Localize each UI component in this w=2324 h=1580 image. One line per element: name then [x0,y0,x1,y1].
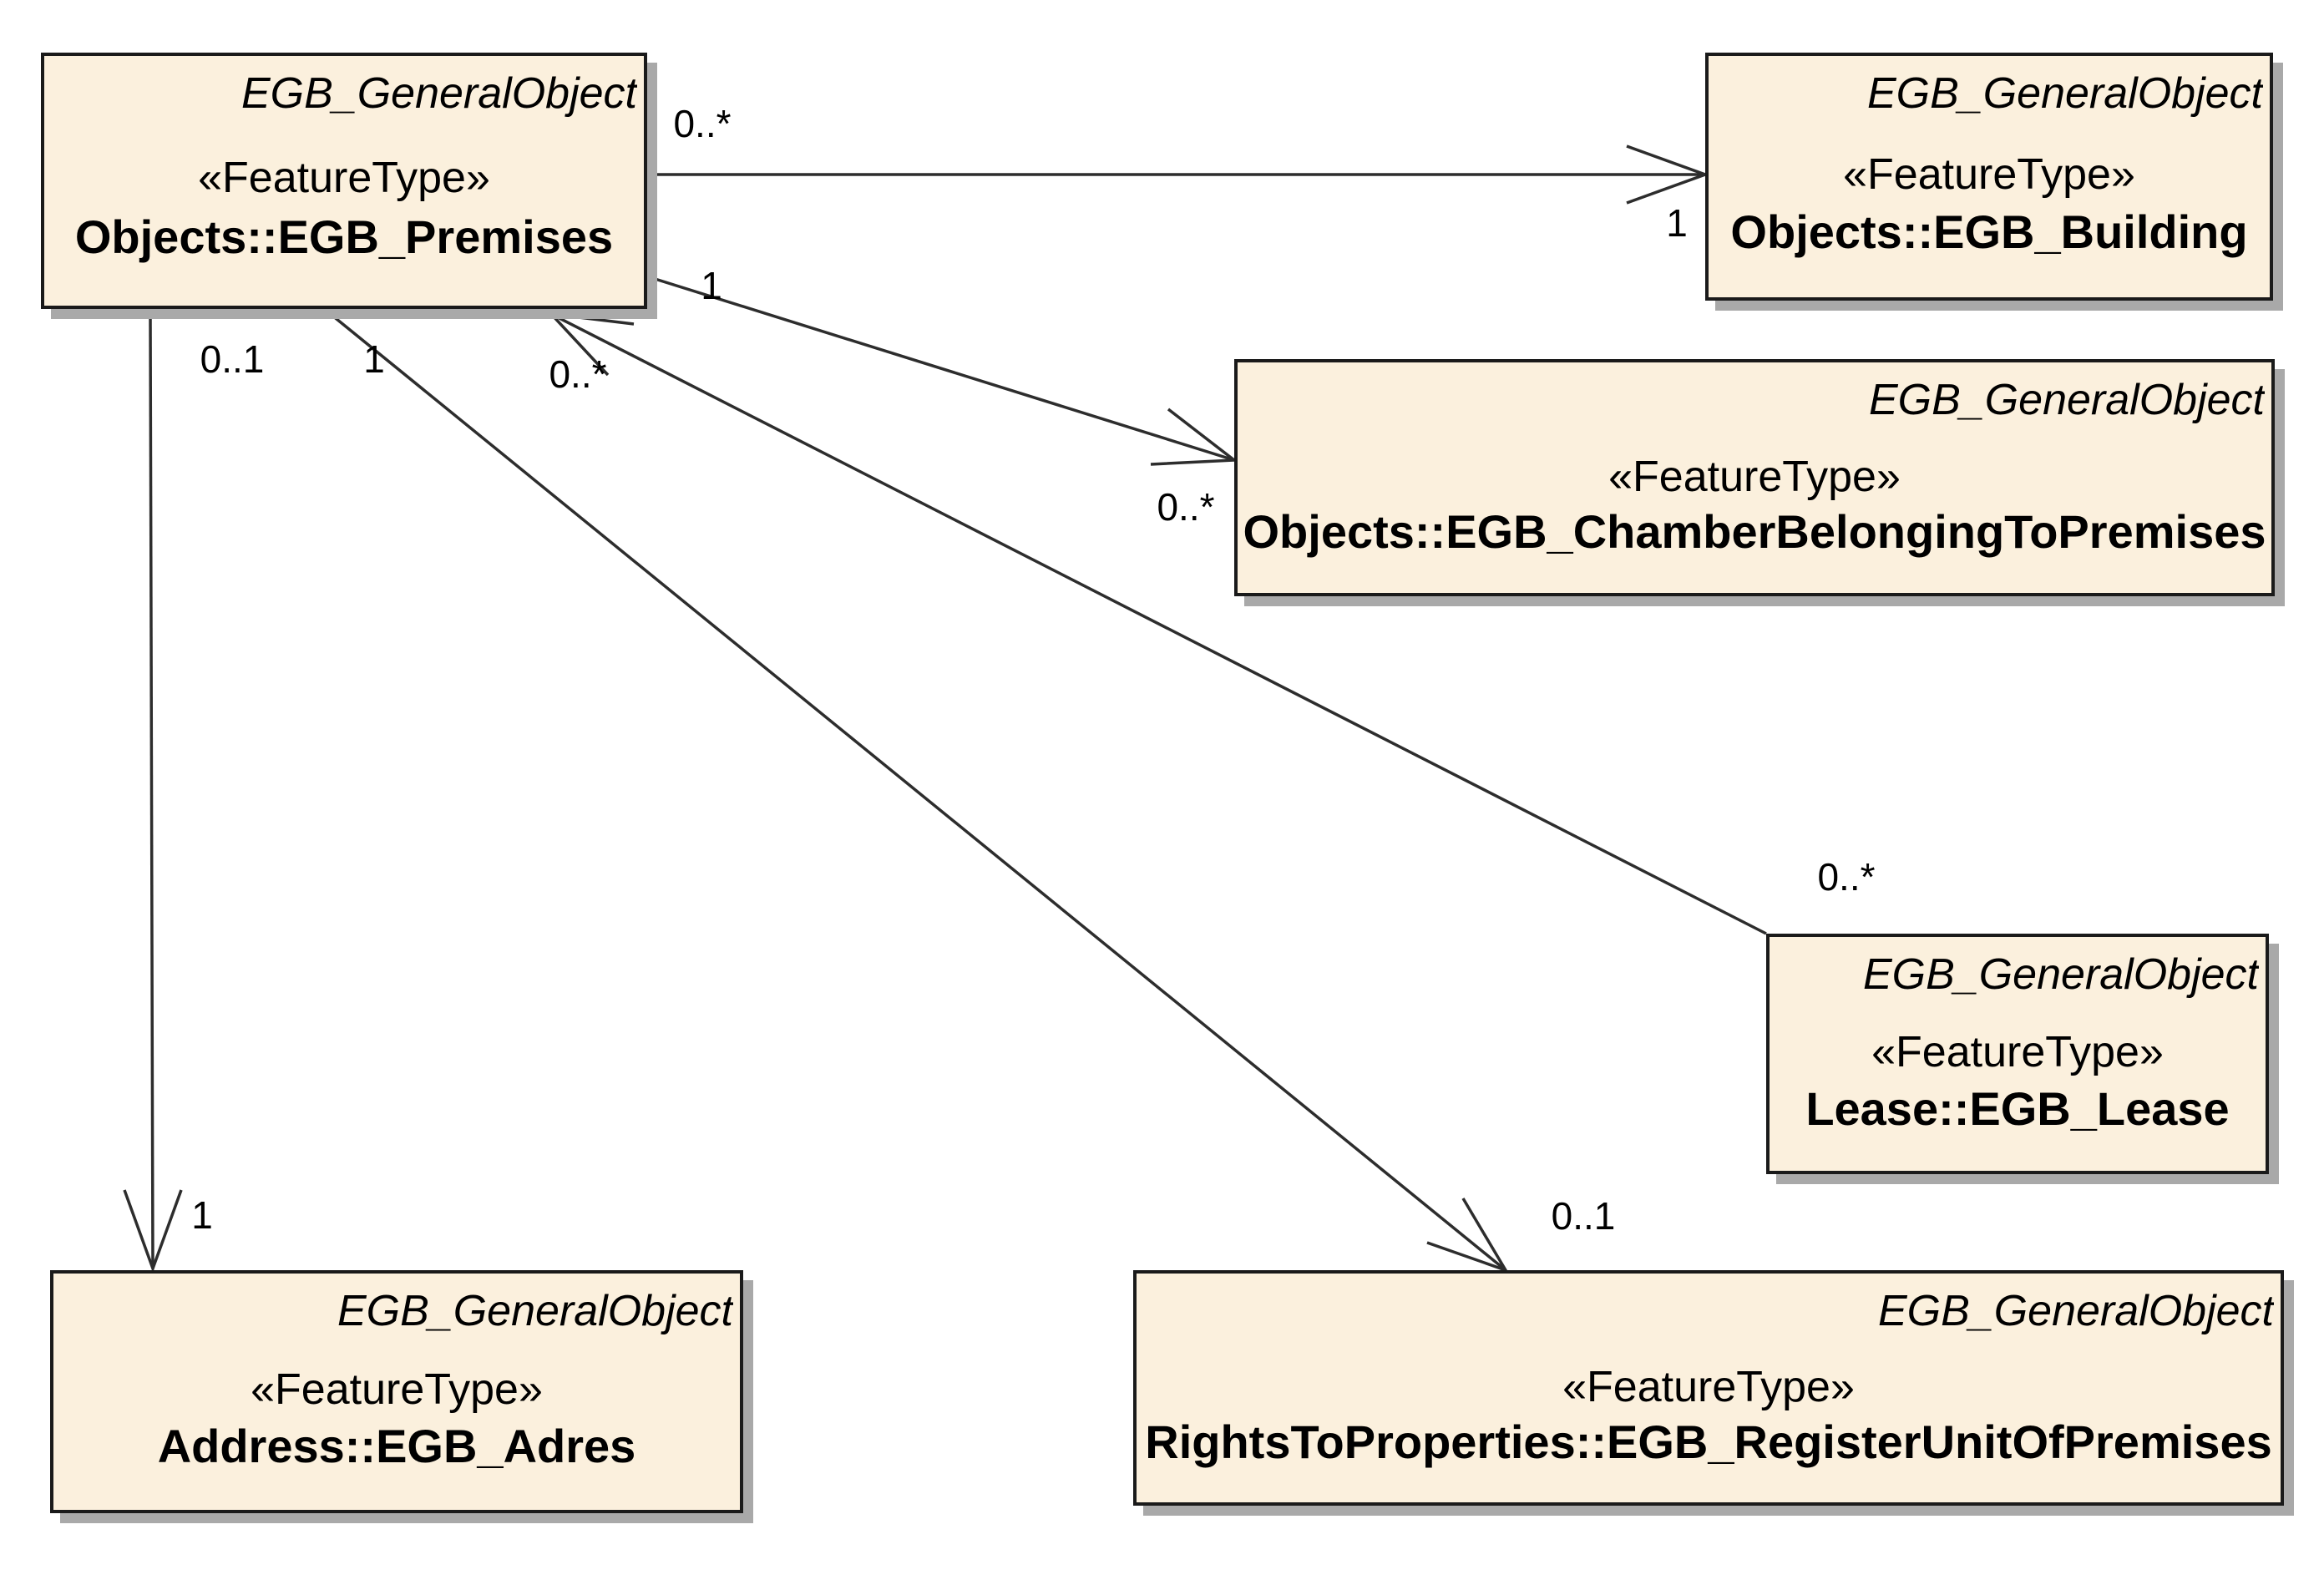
class-stereotype: «FeatureType» [1843,149,2135,199]
association-premises-building [650,144,1710,205]
class-name: Lease::EGB_Lease [1805,1081,2230,1135]
class-parent-name: EGB_GeneralObject [241,69,637,118]
multiplicity-premises-building-source: 0..* [673,102,732,145]
class-parent-name: EGB_GeneralObject [1862,950,2259,999]
association-line [149,311,154,1269]
class-stereotype: «FeatureType» [1562,1362,1855,1411]
multiplicity-premises-chamber-source: 1 [701,264,722,307]
association-premises-adres [123,311,183,1274]
class-stereotype: «FeatureType» [251,1365,543,1415]
class-parent-name: EGB_GeneralObject [1868,376,2265,424]
association-premises-lease [547,311,1767,935]
multiplicity-premises-registerunit-target: 0..1 [1551,1194,1616,1238]
open-arrowhead-icon [123,1189,183,1274]
multiplicity-premises-building-target: 1 [1666,201,1688,245]
class-name: Objects::EGB_Building [1730,205,2248,259]
class-stereotype: «FeatureType» [1608,452,1901,501]
association-line [550,312,1767,935]
association-line [649,276,1235,462]
class-parent-name: EGB_GeneralObject [337,1287,733,1335]
class-name: Objects::EGB_ChamberBelongingToPremises [1243,505,2266,559]
class-box-egb-chamberbelongingtopremises: EGB_GeneralObject «FeatureType» Objects:… [1234,359,2275,596]
class-box-egb-building: EGB_GeneralObject «FeatureType» Objects:… [1705,53,2273,301]
multiplicity-premises-registerunit-source: 1 [363,337,385,381]
class-name: Objects::EGB_Premises [74,210,614,264]
multiplicity-premises-chamber-target: 0..* [1157,485,1215,529]
class-name: Address::EGB_Adres [157,1420,636,1473]
association-premises-chamber [649,276,1238,466]
multiplicity-premises-lease-target: 0..* [1817,855,1876,899]
class-stereotype: «FeatureType» [198,153,490,202]
multiplicity-premises-lease-source: 0..* [549,352,607,396]
multiplicity-premises-adres-target: 1 [191,1193,213,1237]
class-parent-name: EGB_GeneralObject [1866,69,2263,118]
open-arrowhead-icon [547,311,635,377]
class-name: RightsToProperties::EGB_RegisterUnitOfPr… [1145,1415,2272,1468]
class-parent-name: EGB_GeneralObject [1877,1287,2274,1335]
multiplicity-premises-adres-source: 0..1 [200,337,265,381]
class-stereotype: «FeatureType» [1871,1028,2164,1077]
class-box-egb-adres: EGB_GeneralObject «FeatureType» Address:… [50,1270,743,1513]
class-box-egb-lease: EGB_GeneralObject «FeatureType» Lease::E… [1766,934,2269,1174]
class-box-egb-registerunitofpremises: EGB_GeneralObject «FeatureType» RightsTo… [1133,1270,2284,1506]
association-line [326,310,1507,1272]
class-box-egb-premises: EGB_GeneralObject «FeatureType» Objects:… [41,53,647,309]
